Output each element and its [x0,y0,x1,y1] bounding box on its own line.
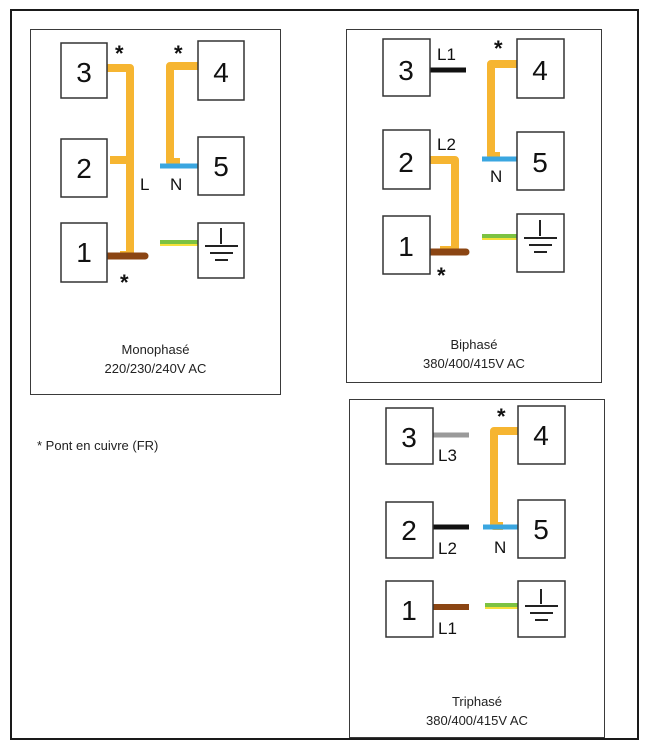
bi-terminal-2-label: 2 [398,147,414,178]
bi-terminal-1-label: 1 [398,231,414,262]
mono-terminal-1 [60,222,108,283]
tri-l3-label: L3 [438,446,457,465]
ground-icon [205,228,238,261]
mono-neutral-label: N [170,175,182,194]
bi-terminal-2 [382,129,431,190]
bi-terminal-3 [382,38,431,97]
mono-terminal-5 [197,136,245,196]
tri-bridge-marker-4: * [497,404,506,429]
tri-terminal-2-label: 2 [401,515,417,546]
tri-voltage: 380/400/415V AC [426,713,528,728]
tri-wiring: 3 4 2 5 1 L3 L2 N L1 * [385,404,566,638]
bi-wiring: 3 4 2 5 1 L1 L2 N * * [382,36,565,288]
bi-terminal-1 [382,215,431,275]
tri-bridge-4-5 [490,427,518,530]
tri-terminal-4-label: 4 [533,420,549,451]
bi-bridge-4-5 [487,60,517,160]
bi-bridge-marker-4: * [494,36,503,61]
mono-title: Monophasé [121,342,190,357]
bi-l2-label: L2 [437,135,456,154]
mono-bridge-marker-3: * [115,41,124,66]
tri-l1-label: L1 [438,619,457,638]
mono-terminal-3-label: 3 [76,57,92,88]
footnote: * Pont en cuivre (FR) [37,438,159,453]
tri-neutral-label: N [494,538,506,557]
mono-bridge-marker-4: * [174,41,183,66]
tri-terminal-3-label: 3 [401,422,417,453]
bi-neutral-label: N [490,167,502,186]
tri-l2-label: L2 [438,539,457,558]
mono-voltage: 220/230/240V AC [104,361,207,376]
tri-terminal-4 [517,405,566,465]
mono-terminal-1-label: 1 [76,237,92,268]
tri-terminal-1 [385,580,434,638]
mono-wiring: 3 4 2 5 1 L N * * * [60,40,245,295]
bi-bridge-2-1 [430,156,459,254]
bi-terminal-5 [516,131,565,191]
tri-terminal-2 [385,501,434,559]
bi-terminal-5-label: 5 [532,147,548,178]
mono-terminal-3 [60,42,108,99]
bi-title: Biphasé [450,337,498,352]
mono-bridge-4-5 [166,62,198,166]
mono-live-label: L [140,175,149,194]
bi-l1-label: L1 [437,45,456,64]
bi-terminal-4 [516,38,565,99]
mono-terminal-4-label: 4 [213,57,229,88]
tri-terminal-5-label: 5 [533,514,549,545]
bi-terminal-4-label: 4 [532,55,548,86]
bi-terminal-3-label: 3 [398,55,414,86]
ground-icon [525,589,558,621]
mono-bridge-marker-1: * [120,270,129,295]
tri-terminal-1-label: 1 [401,595,417,626]
bi-voltage: 380/400/415V AC [423,356,525,371]
mono-terminal-5-label: 5 [213,151,229,182]
bi-bridge-marker-1: * [437,263,446,288]
tri-terminal-3 [385,407,434,465]
tri-title: Triphasé [451,694,503,709]
tri-terminal-5 [517,499,566,559]
mono-terminal-2-label: 2 [76,153,92,184]
mono-terminal-4 [197,40,245,101]
ground-icon [524,220,557,253]
mono-bridge-3-2-1 [107,64,134,259]
mono-terminal-2 [60,138,108,198]
